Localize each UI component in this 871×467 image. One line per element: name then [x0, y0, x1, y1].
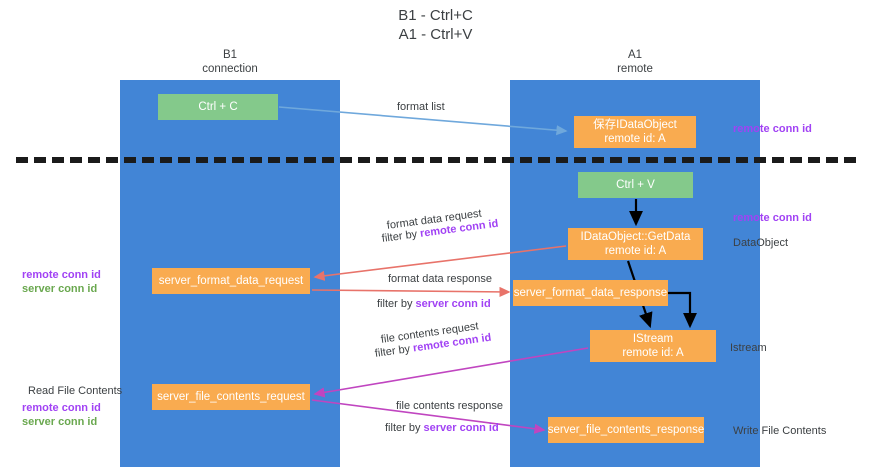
node-save-idataobject[interactable]: 保存IDataObject remote id: A — [574, 116, 696, 148]
label-left-server-conn-id: server conn id — [22, 283, 98, 295]
edge-label-format-list: format list — [397, 101, 445, 113]
filter-key-server-conn-id: server conn id — [415, 298, 491, 310]
label-dataobject: DataObject — [733, 237, 789, 249]
node-server-file-contents-request-label: server_file_contents_request — [157, 391, 305, 403]
label-remote-conn-id-mid: remote conn id — [733, 212, 812, 224]
swimlane-header-b1-role: connection — [202, 63, 258, 75]
edge-label-format-data-response-filter: filter by server conn id — [377, 297, 491, 312]
node-idataobject-getdata[interactable]: IDataObject::GetData remote id: A — [568, 228, 703, 260]
filter-prefix: filter by — [374, 342, 414, 360]
filter-key-server-conn-id: server conn id — [423, 422, 499, 434]
edge-format-data-response — [311, 286, 511, 298]
title-line-2: A1 - Ctrl+V — [398, 26, 473, 43]
title-line-1: B1 - Ctrl+C — [398, 7, 473, 24]
node-server-format-data-response-label: server_format_data_response — [513, 287, 668, 299]
label-left-remote-conn-id-2: remote conn id — [22, 402, 101, 414]
label-remote-conn-id-top: remote conn id — [733, 123, 812, 135]
swimlane-header-b1-name: B1 — [222, 49, 238, 61]
node-save-idataobject-title: 保存IDataObject — [593, 119, 677, 131]
edge-label-file-contents-response: file contents response — [396, 400, 504, 412]
label-read-file-contents: Read File Contents — [28, 385, 123, 397]
node-istream[interactable]: IStream remote id: A — [590, 330, 716, 362]
edge-label-file-contents-response-filter: filter by server conn id — [385, 421, 499, 436]
swimlane-header-b1: B1 connection — [150, 48, 310, 76]
label-write-file-contents: Write File Contents — [733, 425, 827, 437]
node-ctrl-c[interactable]: Ctrl + C — [158, 94, 278, 120]
label-left-remote-conn-id: remote conn id — [22, 269, 101, 281]
node-ctrl-c-label: Ctrl + C — [198, 101, 238, 113]
section-divider — [16, 157, 856, 163]
filter-prefix: filter by — [385, 422, 424, 434]
node-server-format-data-response[interactable]: server_format_data_response — [513, 280, 668, 306]
node-server-format-data-request[interactable]: server_format_data_request — [152, 268, 310, 294]
node-server-format-data-request-label: server_format_data_request — [158, 275, 304, 287]
label-left-conn-ids-upper: remote conn id server conn id — [22, 268, 101, 296]
node-idataobject-getdata-title: IDataObject::GetData — [580, 231, 691, 243]
swimlane-header-a1-name: A1 — [627, 49, 643, 61]
swimlane-header-a1: A1 remote — [555, 48, 715, 76]
filter-prefix: filter by — [377, 298, 416, 310]
node-server-file-contents-response-label: server_file_contents_response — [547, 424, 705, 436]
filter-prefix: filter by — [381, 227, 421, 245]
swimlane-header-a1-role: remote — [617, 63, 653, 75]
node-server-file-contents-response[interactable]: server_file_contents_response — [548, 417, 704, 443]
node-ctrl-v-label: Ctrl + V — [616, 179, 655, 191]
node-save-idataobject-subtitle: remote id: A — [604, 133, 666, 145]
node-server-file-contents-request[interactable]: server_file_contents_request — [152, 384, 310, 410]
page-title: B1 - Ctrl+C A1 - Ctrl+V — [0, 6, 871, 44]
edge-label-format-data-response: format data response — [388, 273, 492, 285]
label-left-conn-ids-lower: remote conn id server conn id — [22, 401, 101, 429]
node-idataobject-getdata-subtitle: remote id: A — [604, 245, 667, 257]
node-istream-subtitle: remote id: A — [622, 347, 684, 359]
node-istream-title: IStream — [632, 333, 674, 345]
node-ctrl-v[interactable]: Ctrl + V — [578, 172, 693, 198]
label-istream: Istream — [730, 342, 767, 354]
label-left-server-conn-id-2: server conn id — [22, 416, 98, 428]
